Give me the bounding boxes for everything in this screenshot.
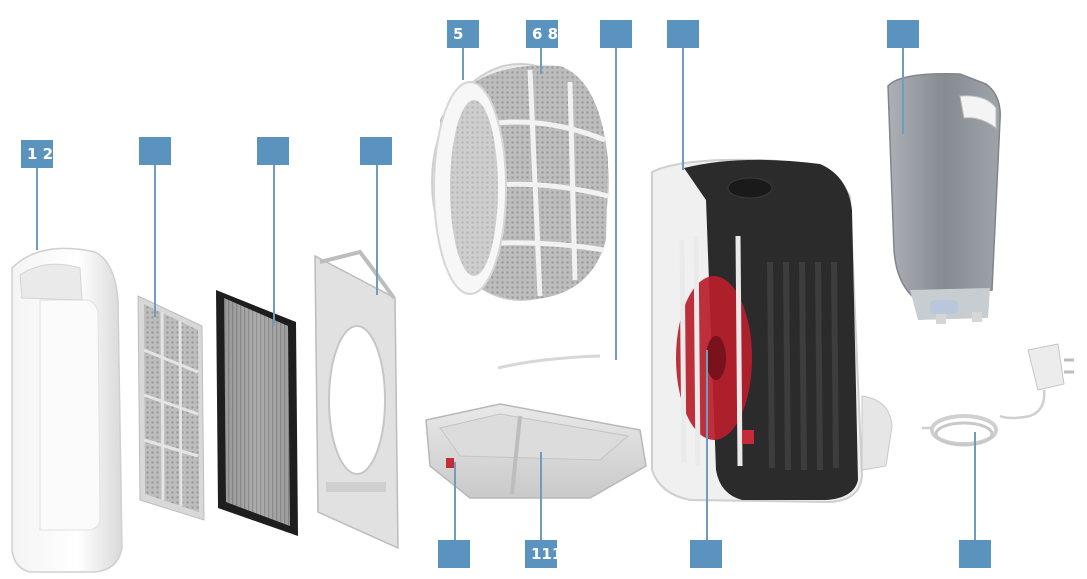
- callout-13: [959, 540, 991, 568]
- callout-3: [257, 137, 289, 165]
- callout-4: [360, 137, 392, 165]
- front-cover: [11, 247, 123, 573]
- callout-11: 111: [525, 540, 557, 568]
- leader-line: [902, 48, 904, 134]
- main-housing: [651, 158, 893, 504]
- water-tank: [887, 73, 1001, 324]
- filter-frame: [314, 249, 399, 550]
- callout-12: [690, 540, 722, 568]
- hepa-filter: [216, 290, 298, 536]
- callout-10: [438, 540, 470, 568]
- leader-line: [36, 168, 38, 250]
- leader-line: [682, 48, 684, 170]
- leader-line: [540, 452, 542, 542]
- callout-8: [667, 20, 699, 48]
- leader-line: [376, 165, 378, 295]
- power-adapter: [922, 343, 1074, 447]
- callout-7: [600, 20, 632, 48]
- base-tray: [425, 403, 647, 499]
- leader-line: [273, 165, 275, 325]
- cylinder-filter: [431, 63, 609, 301]
- leader-line: [462, 48, 464, 80]
- pre-filter: [137, 295, 205, 521]
- wick-rod: [497, 354, 601, 370]
- leader-line: [615, 48, 617, 360]
- callout-1: 1 2: [21, 140, 53, 168]
- leader-line: [974, 432, 976, 542]
- callout-9: [887, 20, 919, 48]
- callout-2: [139, 137, 171, 165]
- leader-line: [540, 48, 542, 74]
- callout-6: 6 8: [526, 20, 558, 48]
- leader-line: [154, 165, 156, 317]
- leader-line: [706, 350, 708, 542]
- leader-line: [454, 462, 456, 542]
- callout-5: 5: [447, 20, 479, 48]
